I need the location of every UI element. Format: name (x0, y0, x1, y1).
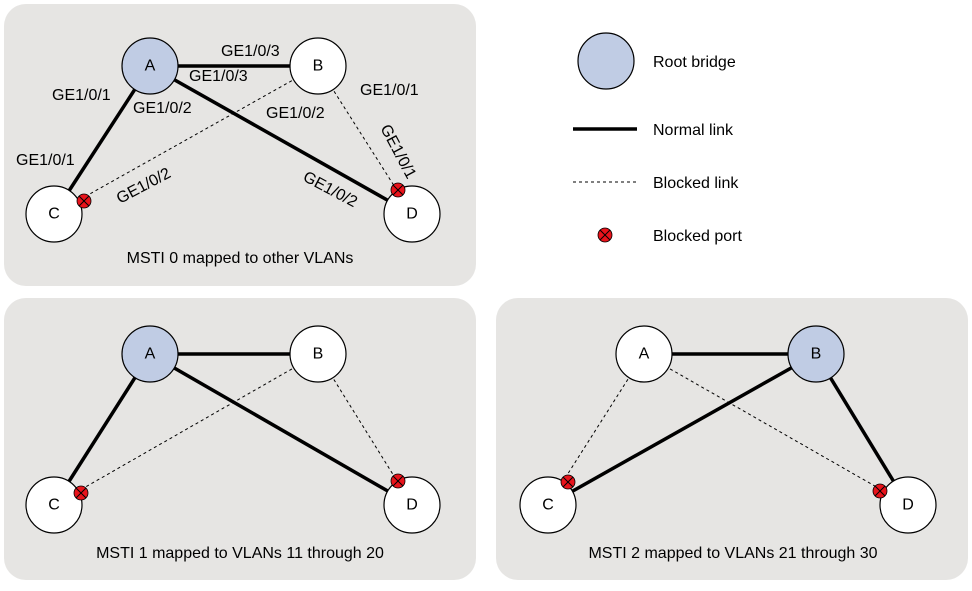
bridge-b-label: B (811, 346, 822, 363)
port-label-bd-b-side: GE1/0/1 (360, 82, 419, 99)
bridge-c (25, 185, 83, 243)
panel-msti-2: A B C D MSTI 2 mapped to VLANs 21 throug… (496, 298, 968, 580)
legend-root-bridge-label: Root bridge (653, 54, 736, 71)
bridge-d-label: D (406, 206, 418, 223)
bridge-d (383, 185, 441, 243)
panel-msti-0-background (4, 4, 476, 286)
panel-msti-1: A B C D MSTI 1 mapped to VLANs 11 throug… (4, 298, 476, 580)
bridge-c-label: C (48, 497, 60, 514)
link-a-c-normal (52, 353, 152, 506)
blocked-port-c (73, 485, 89, 501)
link-a-d-normal (149, 64, 413, 216)
link-b-d-normal (814, 353, 910, 506)
bridge-b (289, 37, 347, 95)
legend-root-bridge-icon (577, 32, 635, 90)
link-a-d-blocked (643, 353, 909, 506)
bridge-b (289, 325, 347, 383)
bridge-a-root (121, 37, 179, 95)
port-label-ac-a-side: GE1/0/1 (52, 87, 111, 104)
link-b-c-blocked (53, 65, 319, 215)
bridge-b-label: B (313, 346, 324, 363)
legend-normal-link-label: Normal link (653, 122, 734, 139)
blocked-port-d (390, 473, 406, 489)
bridge-a-label: A (145, 58, 156, 75)
port-label-ab-b-side: GE1/0/3 (189, 68, 248, 85)
bridge-c (25, 476, 83, 534)
legend-blocked-link: Blocked link (573, 175, 739, 192)
blocked-port-d (872, 483, 888, 499)
bridge-c-label: C (542, 497, 554, 514)
bridge-d (879, 476, 937, 534)
panel-msti-0: A B C D GE1/0/3 GE1/0/3 GE1/0/1 GE1/0/1 … (4, 4, 476, 286)
legend-blocked-port: Blocked port (597, 227, 742, 245)
port-label-ab-a-side: GE1/0/3 (221, 43, 280, 60)
link-b-c-blocked (53, 353, 319, 506)
bridge-b-label: B (313, 58, 324, 75)
blocked-port-c (76, 193, 92, 209)
bridge-d-label: D (902, 497, 914, 514)
bridge-a-label: A (145, 346, 156, 363)
bridge-d (383, 476, 441, 534)
legend-normal-link: Normal link (573, 122, 734, 139)
bridge-b-root (787, 325, 845, 383)
bridge-c-label: C (48, 206, 60, 223)
panel-msti-2-caption: MSTI 2 mapped to VLANs 21 through 30 (588, 545, 877, 562)
bridge-a-root (121, 325, 179, 383)
port-label-ac-c-side: GE1/0/1 (16, 152, 75, 169)
link-a-c-normal (52, 65, 152, 215)
bridge-c (519, 476, 577, 534)
link-b-c-normal (547, 352, 817, 507)
panel-msti-1-background (4, 298, 476, 580)
panel-msti-2-background (496, 298, 968, 580)
legend: Root bridge Normal link Blocked link Blo… (573, 32, 742, 245)
link-a-d-normal (149, 352, 413, 507)
port-label-bc-b-side: GE1/0/2 (266, 105, 325, 122)
port-label-ad-a-side: GE1/0/2 (133, 100, 192, 117)
panel-msti-0-caption: MSTI 0 mapped to other VLANs (127, 250, 354, 267)
legend-blocked-port-label: Blocked port (653, 228, 742, 245)
legend-root-bridge: Root bridge (577, 32, 736, 90)
panel-msti-1-caption: MSTI 1 mapped to VLANs 11 through 20 (96, 545, 384, 562)
bridge-a (615, 325, 673, 383)
bridge-a-label: A (639, 346, 650, 363)
bridge-d-label: D (406, 497, 418, 514)
legend-blocked-link-label: Blocked link (653, 175, 739, 192)
blocked-port-d (390, 182, 406, 198)
blocked-port-c (560, 474, 576, 490)
